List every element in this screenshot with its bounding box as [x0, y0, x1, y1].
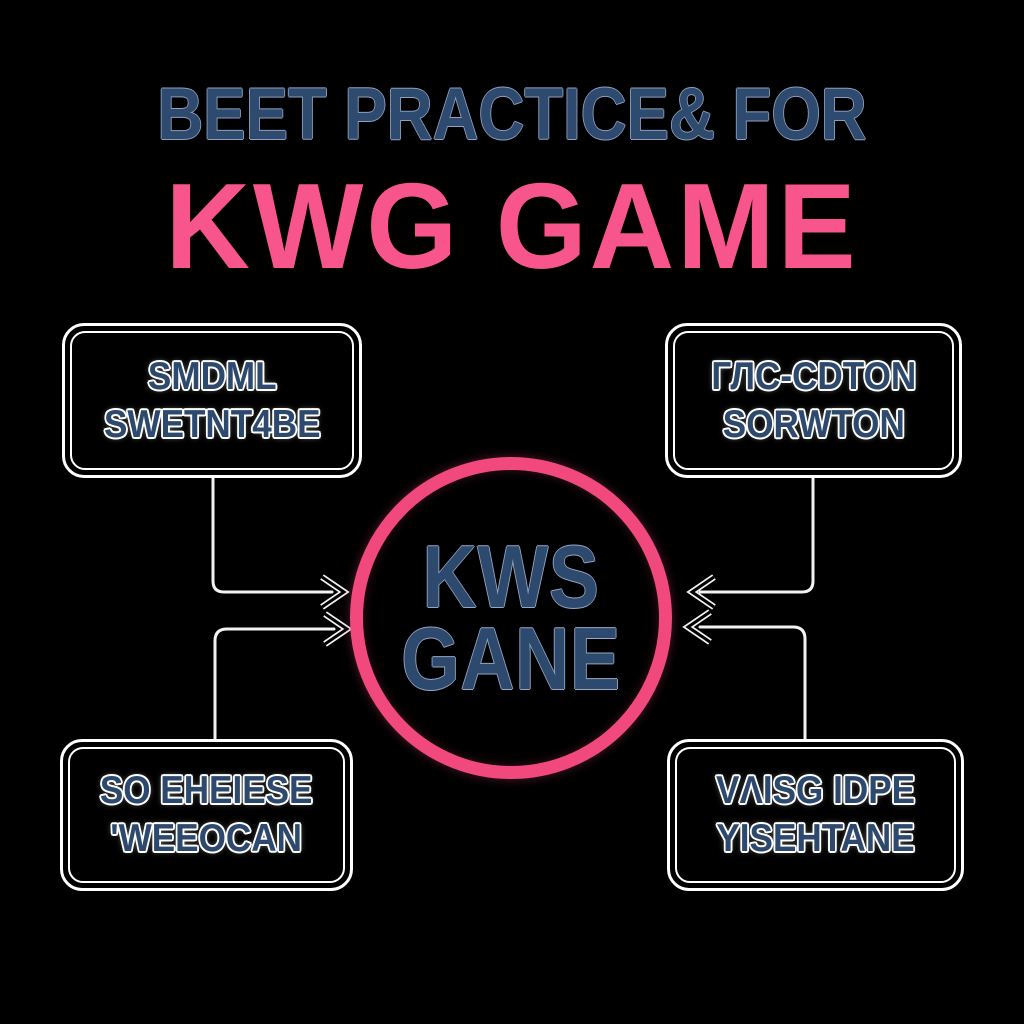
node-bottom-right-label: VΛISG IDPE YISEHTANE — [716, 767, 915, 862]
node-top-left-label: SMDML SWETNT4BE — [104, 353, 320, 448]
node-top-right-line1: ГЛС-CDTON — [711, 354, 916, 398]
node-bottom-left-line2: 'WEEOCAN — [110, 817, 303, 860]
node-top-left: SMDML SWETNT4BE — [62, 323, 362, 478]
connector-top-left — [211, 476, 334, 594]
connector-bottom-left — [213, 627, 336, 741]
arrow-right-bottom-icon — [323, 611, 353, 647]
node-bottom-right: VΛISG IDPE YISEHTANE — [667, 739, 964, 891]
center-circle: KWS GANE — [350, 457, 672, 779]
node-top-right-label: ГЛС-CDTON SORWTON — [711, 353, 916, 448]
node-bottom-left-label: SO EHEIESE 'WEEOCAN — [100, 767, 313, 862]
node-bottom-left-line1: SO EHEIESE — [100, 769, 313, 813]
node-bottom-right-line2: YISEHTANE — [716, 817, 915, 860]
connector-bottom-right — [698, 625, 807, 741]
center-text-line1: KWS — [422, 527, 600, 627]
title-block: BEET PRACTICE& FOR KWG GAME — [0, 78, 1024, 287]
node-bottom-right-line1: VΛISG IDPE — [716, 769, 915, 813]
node-top-left-line2: SWETNT4BE — [103, 402, 321, 446]
node-top-left-line1: SMDML — [147, 354, 277, 398]
node-top-right: ГЛС-CDTON SORWTON — [665, 323, 962, 478]
node-top-right-line2: SORWTON — [722, 402, 905, 446]
title-line2: KWG GAME — [165, 158, 859, 294]
arrow-right-top-icon — [320, 574, 350, 610]
arrow-left-bottom-icon — [682, 609, 712, 645]
node-bottom-left: SO EHEIESE 'WEEOCAN — [60, 739, 353, 891]
arrow-left-top-icon — [686, 574, 716, 610]
title-line1: BEET PRACTICE& FOR — [157, 74, 867, 155]
connector-top-right — [698, 476, 815, 594]
center-text-line2: GANE — [401, 609, 621, 708]
